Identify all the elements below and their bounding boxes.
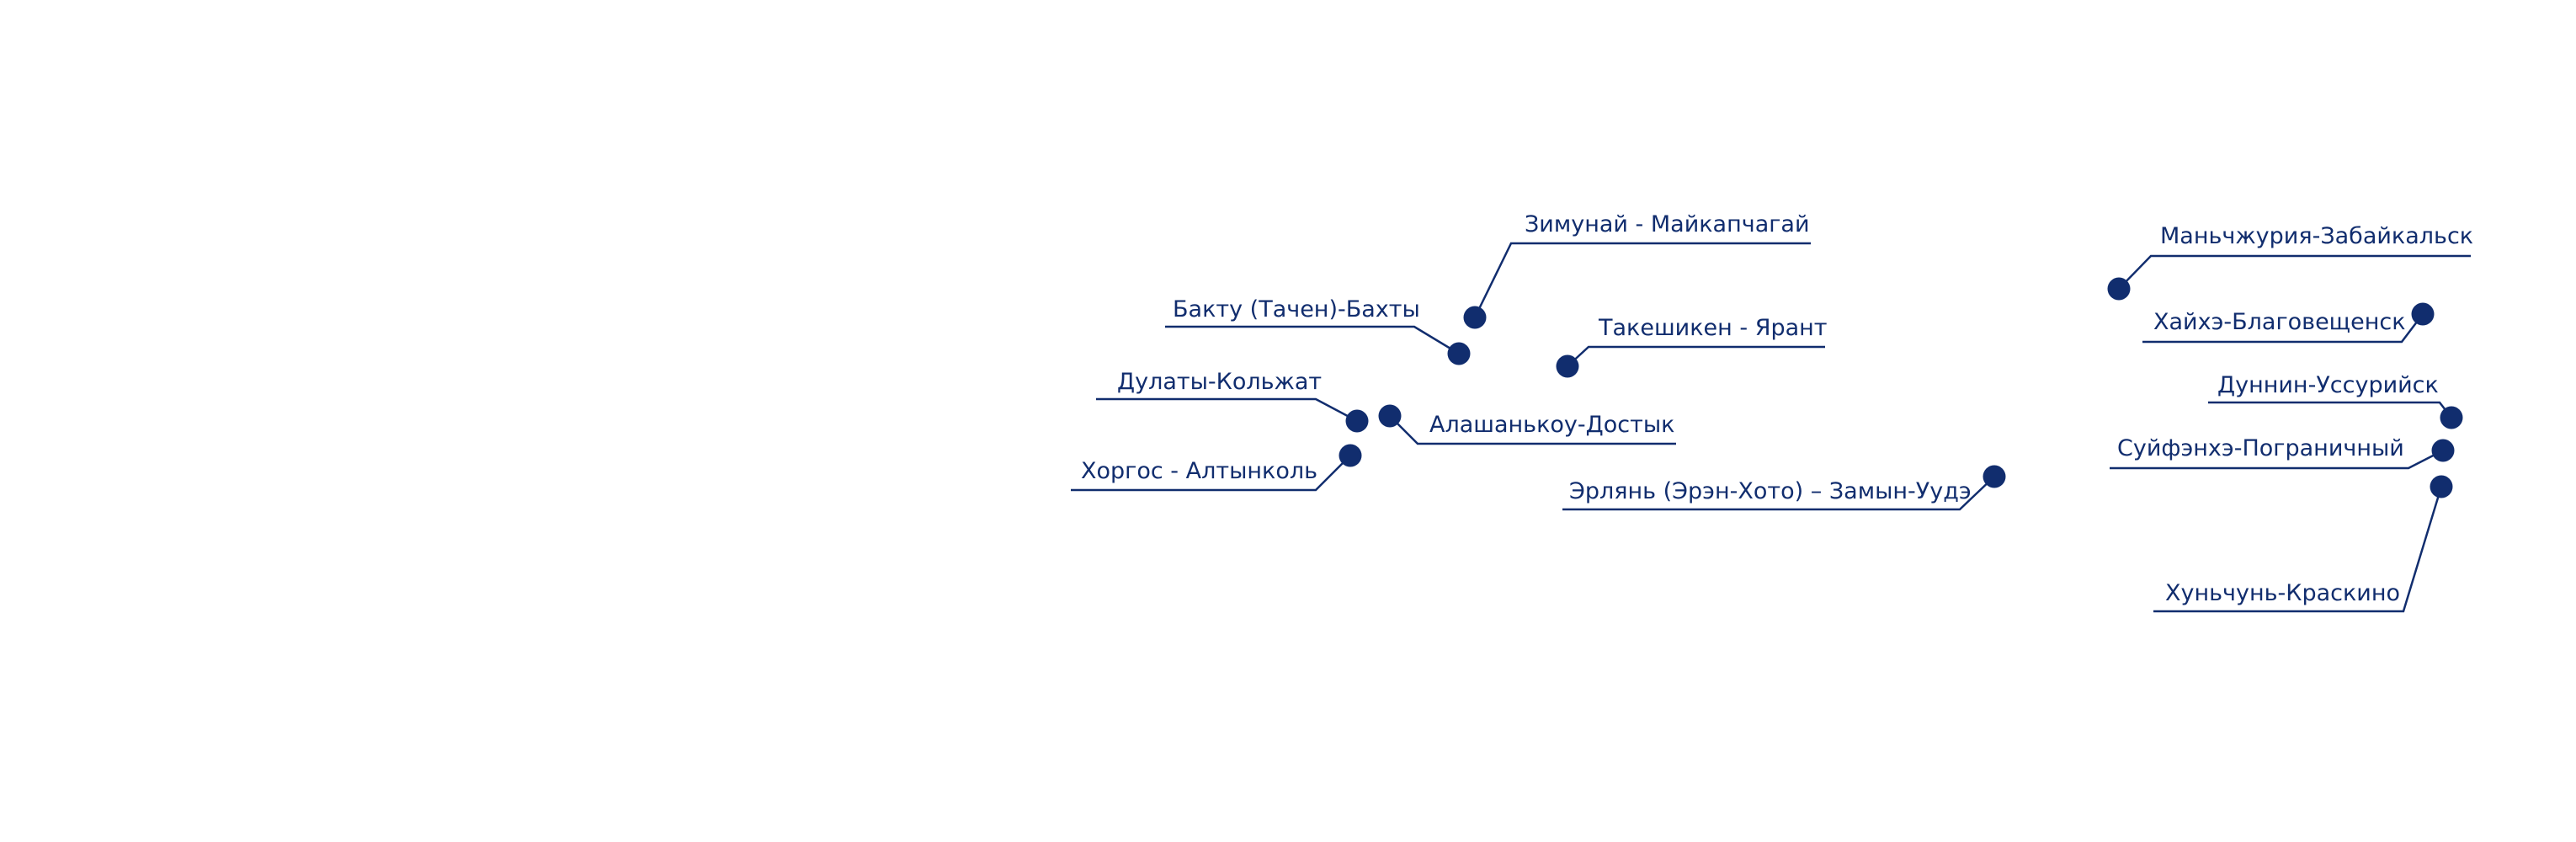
crossing-label: Эрлянь (Эрэн-Хото) – Замын-Уудэ xyxy=(1569,478,1972,504)
crossing-erlian: Эрлянь (Эрэн-Хото) – Замын-Уудэ xyxy=(1562,465,2006,511)
crossing-dongning: Дуннин-Уссурийск xyxy=(2208,372,2463,429)
leader-line xyxy=(2110,449,2444,470)
crossing-manzhouli: Маньчжурия-Забайкальск xyxy=(2107,223,2473,301)
crossing-marker[interactable] xyxy=(2411,302,2435,326)
leader-line xyxy=(1389,415,1676,445)
crossing-marker[interactable] xyxy=(1463,306,1487,329)
crossing-marker[interactable] xyxy=(1556,354,1579,378)
crossing-suifenhe: Суйфэнхэ-Пограничный xyxy=(2110,435,2455,470)
leader-line xyxy=(1567,345,1825,367)
crossing-heihe: Хайхэ-Благовещенск xyxy=(2142,302,2435,344)
leader-line xyxy=(2153,486,2443,613)
crossing-alashankou: Алашанькоу-Достык xyxy=(1378,404,1676,445)
crossing-label: Зимунай - Майкапчагай xyxy=(1525,211,1810,237)
crossing-khorgos: Хоргос - Алтынколь xyxy=(1071,444,1362,492)
crossing-marker[interactable] xyxy=(1339,444,1362,467)
crossing-marker[interactable] xyxy=(1983,465,2006,488)
crossing-label: Суйфэнхэ-Пограничный xyxy=(2117,435,2404,461)
leader-line xyxy=(2142,313,2424,344)
crossing-label: Алашанькоу-Достык xyxy=(1429,412,1674,438)
crossing-marker[interactable] xyxy=(2107,277,2131,301)
crossing-baktu: Бакту (Тачен)-Бахты xyxy=(1165,296,1471,365)
crossing-label: Дулаты-Кольжат xyxy=(1117,369,1322,395)
crossing-marker[interactable] xyxy=(1345,409,1369,433)
leader-line xyxy=(2118,254,2471,290)
leader-line xyxy=(1071,455,1351,492)
crossing-label: Хайхэ-Благовещенск xyxy=(2153,309,2406,335)
crossing-label: Такешикен - Ярант xyxy=(1598,315,1828,341)
crossing-marker[interactable] xyxy=(1447,342,1471,365)
crossing-label: Маньчжурия-Забайкальск xyxy=(2160,223,2473,249)
leader-line xyxy=(1096,397,1358,423)
leader-line xyxy=(1473,242,1811,318)
crossing-marker[interactable] xyxy=(2440,406,2463,429)
crossing-label: Бакту (Тачен)-Бахты xyxy=(1173,296,1420,322)
leader-line xyxy=(2208,401,2452,418)
crossing-marker[interactable] xyxy=(2431,439,2455,462)
crossing-marker[interactable] xyxy=(1378,404,1402,428)
leader-line xyxy=(1562,476,1995,511)
crossing-label: Хуньчунь-Краскино xyxy=(2165,580,2400,606)
crossing-hunchun: Хуньчунь-Краскино xyxy=(2153,475,2453,613)
crossing-label: Дуннин-Уссурийск xyxy=(2217,372,2439,398)
crossing-dulaty: Дулаты-Кольжат xyxy=(1096,369,1369,433)
crossing-takeshiken: Такешикен - Ярант xyxy=(1556,315,1828,378)
crossing-marker[interactable] xyxy=(2430,475,2453,498)
crossing-zimunai: Зимунай - Майкапчагай xyxy=(1463,211,1811,329)
crossing-label: Хоргос - Алтынколь xyxy=(1081,458,1317,484)
leader-line xyxy=(1165,325,1460,355)
